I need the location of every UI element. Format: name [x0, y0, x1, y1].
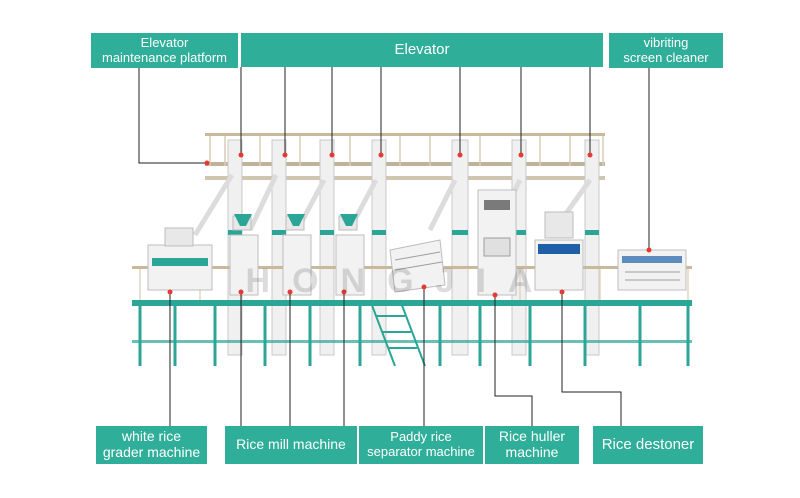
marker	[238, 152, 244, 158]
top-deck	[205, 162, 605, 166]
marker	[204, 160, 210, 166]
elevator-column	[584, 139, 600, 356]
leader-platform	[138, 68, 207, 164]
marker	[559, 289, 565, 295]
label-line: Paddy rice	[390, 429, 452, 445]
label-rice-mill: Rice mill machine	[225, 426, 357, 464]
markers	[167, 152, 652, 298]
label-line: machine	[505, 444, 559, 460]
label-line: vibriting	[643, 34, 689, 50]
label-line: Elevator	[394, 40, 450, 58]
label-elevator: Elevator	[241, 33, 603, 67]
marker	[341, 289, 347, 295]
destoner-machine-body	[534, 211, 584, 291]
marker	[287, 289, 293, 295]
elevator-column	[451, 139, 469, 356]
label-line: maintenance platform	[101, 49, 227, 65]
leader-destoner	[561, 292, 622, 426]
marker	[282, 152, 288, 158]
separator-machine-body	[389, 239, 446, 293]
grader-machine-body	[147, 227, 213, 291]
huller-machine-body	[477, 189, 517, 296]
label-line: Rice mill machine	[236, 436, 346, 453]
marker	[457, 152, 463, 158]
rice-mill-hoppers	[234, 214, 358, 226]
label-grader: white rice grader machine	[96, 426, 207, 464]
label-line: screen cleaner	[623, 49, 709, 65]
lower-deck	[132, 300, 692, 306]
label-line: Elevator	[140, 34, 189, 50]
label-line: Rice destoner	[601, 435, 695, 453]
elevator-column	[319, 139, 335, 356]
marker	[238, 289, 244, 295]
label-destoner: Rice destoner	[593, 426, 703, 464]
marker	[518, 152, 524, 158]
label-line: white rice	[121, 428, 182, 445]
watermark: HONGJIA	[245, 262, 555, 300]
marker	[329, 152, 335, 158]
stairs	[369, 299, 426, 367]
label-line: separator machine	[367, 444, 475, 459]
label-huller: Rice huller machine	[485, 426, 579, 464]
label-line: grader machine	[102, 444, 201, 460]
elevator-teal-bands	[228, 230, 599, 235]
marker	[492, 292, 498, 298]
label-elevator-platform: Elevator maintenance platform	[91, 33, 238, 68]
label-paddy-separator: Paddy rice separator machine	[359, 426, 483, 464]
label-line: Rice huller	[498, 428, 566, 445]
top-platform	[205, 133, 605, 180]
leader-lines	[138, 67, 650, 426]
marker	[587, 152, 593, 158]
leader-huller	[494, 295, 533, 426]
marker	[646, 247, 652, 253]
marker	[378, 152, 384, 158]
chutes	[192, 173, 593, 237]
cleaner-machine-body	[617, 249, 687, 291]
top-deck-lower	[205, 176, 605, 180]
top-rail	[205, 133, 605, 136]
marker	[421, 284, 427, 290]
label-vibrating-cleaner: vibriting screen cleaner	[609, 33, 723, 68]
marker	[167, 289, 173, 295]
